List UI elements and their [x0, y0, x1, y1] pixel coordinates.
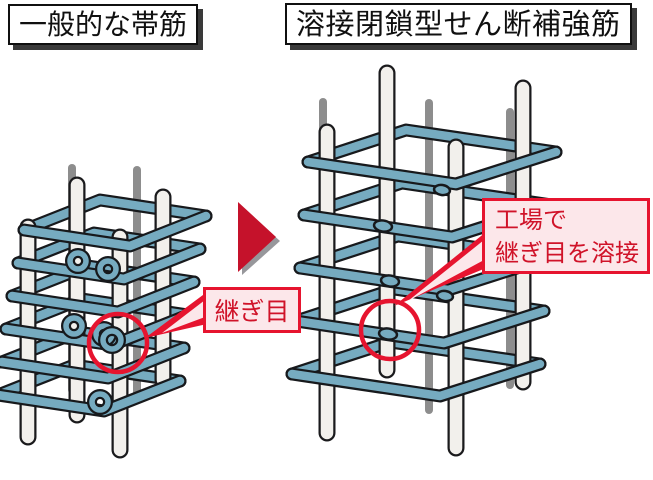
weld-highlight-circle-right	[358, 298, 422, 362]
factory-weld-callout-line2: 継ぎ目を溶接	[495, 239, 639, 267]
factory-weld-callout-label: 工場で 継ぎ目を溶接	[482, 198, 650, 274]
right-title-welded-closed-stirrup: 溶接閉鎖型せん断補強筋	[285, 3, 632, 46]
joint-highlight-circle-left	[86, 311, 150, 375]
transform-arrow-icon	[238, 202, 276, 272]
hook-joints	[61, 248, 126, 415]
left-title-conventional-hoop: 一般的な帯筋	[8, 4, 199, 45]
callout-left-tail	[145, 292, 207, 338]
callout-right-tail	[394, 232, 486, 306]
left-rebar-cage	[0, 164, 206, 459]
factory-weld-callout-line1: 工場で	[495, 206, 567, 234]
joint-callout-label: 継ぎ目	[203, 287, 301, 333]
joint-callout-text: 継ぎ目	[214, 297, 290, 326]
weld-joints	[372, 183, 455, 341]
